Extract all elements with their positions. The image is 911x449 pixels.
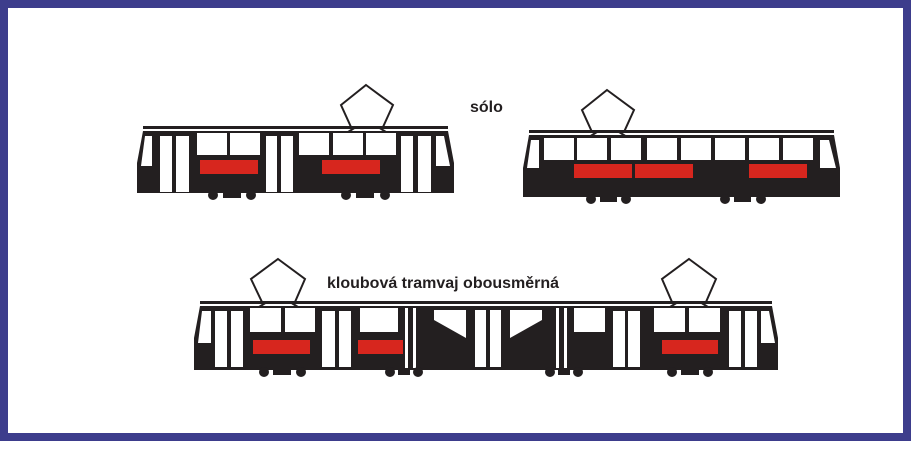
pantograph-icon — [249, 257, 307, 303]
label-articulated-tram: kloubová tramvaj obousměrná — [327, 275, 560, 292]
tram-solo-left — [137, 83, 454, 200]
pantograph-icon — [580, 88, 636, 133]
tram-articulated — [194, 257, 778, 377]
pantograph-icon — [660, 257, 718, 303]
red-stripe — [635, 164, 693, 178]
red-stripe — [574, 164, 632, 178]
tram-solo-right — [523, 88, 840, 204]
tram-diagram — [137, 83, 840, 377]
red-stripe — [322, 160, 380, 174]
tram-body — [554, 306, 778, 370]
red-stripe — [358, 340, 403, 354]
red-stripe — [253, 340, 310, 354]
pantograph-icon — [339, 83, 395, 128]
red-stripe — [749, 164, 807, 178]
red-stripe — [662, 340, 718, 354]
red-stripe — [200, 160, 258, 174]
label-solo: sólo — [470, 99, 503, 116]
